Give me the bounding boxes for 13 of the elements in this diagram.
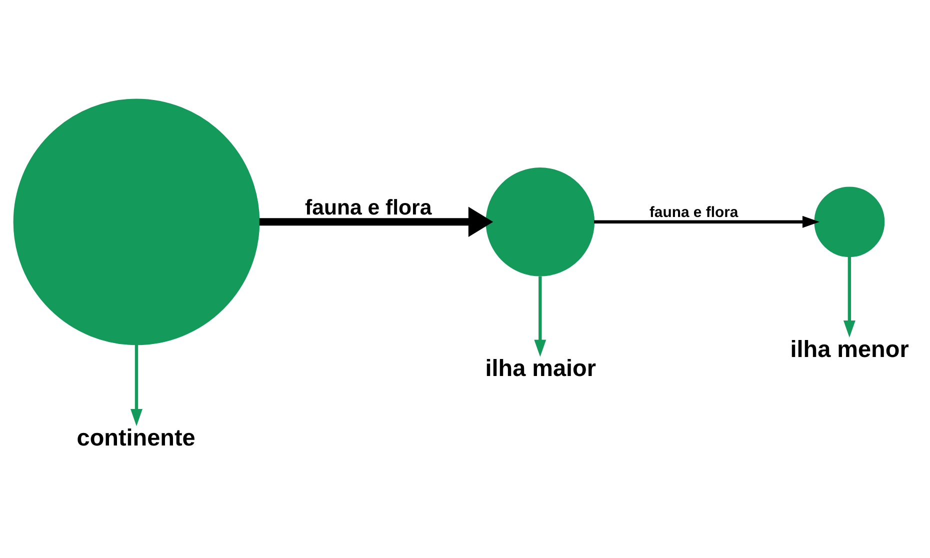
arrow — [130, 344, 142, 426]
node-circle — [12, 98, 260, 345]
arrow — [842, 256, 855, 338]
arrow — [594, 215, 820, 228]
node-text: ilha maior — [484, 354, 596, 381]
node-text: continente — [76, 424, 195, 450]
arrow — [258, 206, 493, 237]
arrow — [534, 276, 546, 356]
edge-label: fauna e flora — [648, 203, 738, 220]
edge-label: fauna e flora — [304, 194, 432, 219]
node-circle — [485, 167, 594, 276]
node-text: ilha menor — [790, 335, 908, 362]
node-circle — [814, 186, 884, 257]
